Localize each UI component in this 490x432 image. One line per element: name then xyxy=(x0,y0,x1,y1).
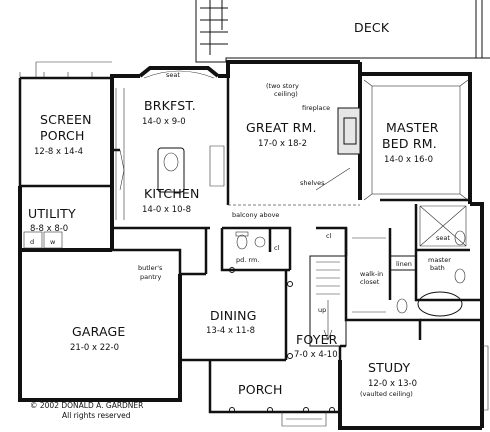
room-dims-screen-porch: 12-8 x 14-4 xyxy=(34,147,83,157)
room-dims-master-bed: 14-0 x 16-0 xyxy=(384,155,433,165)
label-stair-up: up xyxy=(318,306,326,314)
room-dims-garage: 21-0 x 22-0 xyxy=(70,343,119,353)
label-master-bath-1: master xyxy=(428,256,451,264)
label-powder-room: pd. rm. xyxy=(236,256,259,264)
room-name-foyer: FOYER xyxy=(296,332,338,347)
room-name-master-bed-1: MASTER xyxy=(386,120,439,135)
copyright-line2: All rights reserved xyxy=(62,411,131,420)
room-name-screen-porch-1: SCREEN xyxy=(40,112,92,127)
interior-walls xyxy=(20,62,482,362)
room-name-dining: DINING xyxy=(210,308,257,323)
room-name-porch: PORCH xyxy=(238,382,283,397)
note-great-rm-1: (two story xyxy=(266,82,299,90)
room-dims-great-rm: 17-0 x 18-2 xyxy=(258,139,307,149)
room-name-utility: UTILITY xyxy=(28,206,76,221)
note-study: (vaulted ceiling) xyxy=(360,390,413,398)
room-name-screen-porch-2: PORCH xyxy=(40,128,85,143)
label-walkin-1: walk-in xyxy=(360,270,383,278)
exterior-walls xyxy=(18,60,484,430)
room-dims-study: 12-0 x 13-0 xyxy=(368,379,417,389)
label-butler-2: pantry xyxy=(140,273,161,281)
note-great-rm-2: ceiling) xyxy=(274,90,298,98)
label-seat-bath: seat xyxy=(436,234,450,242)
room-dims-foyer: 7-0 x 4-10 xyxy=(294,350,338,360)
room-name-master-bed-2: BED RM. xyxy=(382,136,437,151)
label-shelves: shelves xyxy=(300,179,325,187)
fixtures xyxy=(23,70,489,427)
deck xyxy=(195,0,490,63)
label-washer: w xyxy=(50,238,56,246)
room-name-great-rm: GREAT RM. xyxy=(246,120,317,135)
label-dryer: d xyxy=(30,238,34,246)
label-master-bath-2: bath xyxy=(430,264,445,272)
room-name-deck: DECK xyxy=(354,20,390,35)
label-fireplace: fireplace xyxy=(302,104,330,112)
room-dims-kitchen: 14-0 x 10-8 xyxy=(142,205,191,215)
copyright-line1: © 2002 DONALD A. GARDNER xyxy=(30,401,143,410)
room-name-brkfst: BRKFST. xyxy=(144,98,196,113)
label-closet-right: cl xyxy=(326,232,332,240)
room-dims-utility: 8-8 x 8-0 xyxy=(30,224,68,234)
room-name-kitchen: KITCHEN xyxy=(144,186,200,201)
label-seat-nook: seat xyxy=(166,71,180,79)
label-linen: linen xyxy=(396,260,412,268)
label-walkin-2: closet xyxy=(360,278,380,286)
label-closet-left: cl xyxy=(274,244,280,252)
screen-porch-outline xyxy=(18,61,112,186)
label-butler-1: butler's xyxy=(138,264,163,272)
room-name-garage: GARAGE xyxy=(72,324,126,339)
room-dims-brkfst: 14-0 x 9-0 xyxy=(142,117,186,127)
label-balcony: balcony above xyxy=(232,211,279,219)
room-name-study: STUDY xyxy=(368,360,410,375)
room-dims-dining: 13-4 x 11-8 xyxy=(206,326,255,336)
